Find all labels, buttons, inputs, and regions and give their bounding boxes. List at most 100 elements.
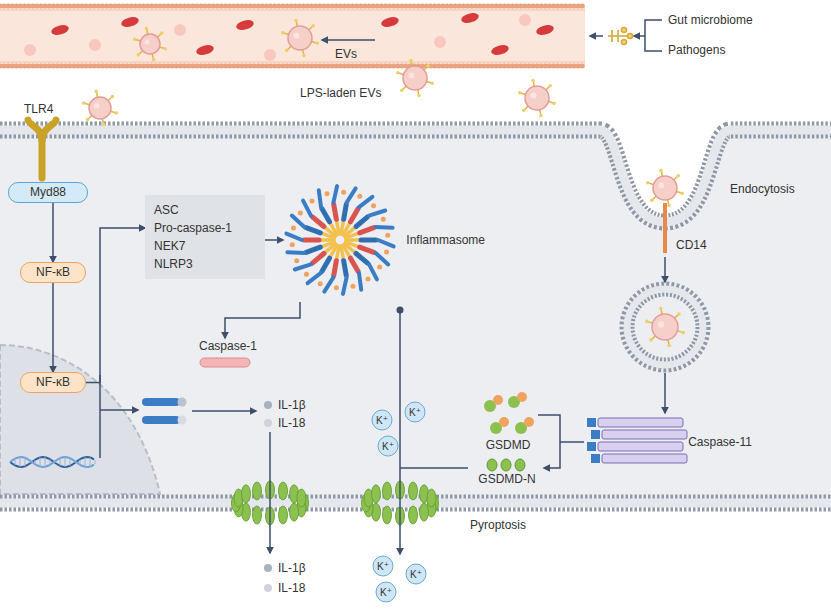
blood-vessel	[0, 64, 585, 69]
blood-cells	[519, 14, 531, 26]
lps-laden-ev	[658, 321, 665, 328]
blood-cells	[434, 36, 446, 48]
inflammasome-complex	[290, 242, 295, 247]
lps-laden-ev	[645, 320, 649, 324]
lps-laden-ev	[659, 169, 663, 173]
lps-laden-ev	[94, 103, 100, 109]
gsdmd-pore	[279, 482, 288, 500]
inflammasome-complex	[322, 258, 330, 271]
inflammasome-complex	[344, 261, 347, 276]
protein-node: GSDMD	[478, 392, 538, 454]
inflammasome-complex	[360, 247, 374, 252]
dna-helix	[10, 457, 94, 467]
inflammasome-complex	[369, 264, 377, 279]
node-text: Pro-caspase-1	[154, 219, 256, 237]
dna-helix	[80, 459, 81, 464]
inflammasome-complex	[351, 258, 359, 271]
lps-laden-ev	[136, 53, 140, 57]
node-text: NEK7	[154, 237, 256, 255]
blood-cells	[89, 39, 101, 51]
figure-label: IL-18	[278, 416, 305, 430]
vessel-arrows	[322, 39, 375, 41]
inflammasome-complex	[303, 201, 311, 216]
pathway-lines	[560, 441, 584, 443]
figure-label: IL-1β	[278, 398, 306, 412]
pathway-lines	[269, 432, 271, 553]
lps-laden-ev	[552, 102, 556, 106]
gsdmd-pore	[409, 482, 418, 500]
dna-helix	[50, 459, 51, 464]
gsdmd-protein	[524, 417, 534, 427]
ion-label: K⁺	[377, 561, 389, 572]
ion-label: K⁺	[376, 415, 388, 426]
dna-helix	[10, 457, 94, 467]
inflammasome-complex	[287, 250, 304, 255]
lps-laden-ev	[281, 19, 319, 58]
lps-laden-ev	[302, 54, 306, 58]
dna-helix	[15, 459, 16, 466]
blood-cells	[490, 43, 510, 56]
lps-laden-ev	[133, 37, 137, 41]
figure-label: IL-18	[278, 581, 305, 595]
lps-laden-ev	[417, 94, 421, 98]
lps-laden-ev	[293, 33, 299, 39]
gsdmd-protein	[484, 392, 534, 434]
tlr4-receptor	[42, 120, 56, 140]
node-text: NF-κB	[27, 265, 79, 280]
pro-interleukin	[178, 416, 187, 425]
figure-label: IL-1β	[278, 561, 306, 575]
dna-helix	[20, 457, 21, 467]
gsdmd-protein	[517, 392, 527, 402]
potassium-ion	[378, 436, 398, 456]
inflammasome-complex	[384, 249, 389, 254]
vessel-arrows	[322, 20, 662, 51]
inflammasome-complex	[286, 186, 393, 294]
inflammasome-complex	[322, 209, 330, 222]
inflammasome-complex	[294, 258, 299, 263]
blood-cells	[174, 24, 186, 36]
figure-label: Pathogens	[668, 43, 725, 57]
pathway-lines	[664, 373, 666, 413]
pro-interleukin	[142, 398, 180, 406]
node-text: GSDMD-N	[478, 472, 535, 487]
blood-cells	[460, 11, 480, 24]
pathway-arrow	[52, 203, 54, 262]
blood-cells	[24, 44, 36, 56]
inflammasome-complex	[341, 246, 343, 260]
inflammasome-complex	[295, 264, 311, 269]
gsdmd-pore	[427, 489, 436, 507]
inflammasome-complex	[356, 253, 367, 263]
dna-helix	[95, 460, 96, 464]
blood-vessel	[0, 10, 585, 11]
blood-cells	[235, 18, 255, 31]
dna-helix	[65, 457, 66, 467]
inflammasome-complex	[344, 205, 347, 220]
inflammasome-complex	[334, 205, 337, 220]
caspase-1-protein	[200, 358, 250, 367]
vessel-arrows	[634, 35, 645, 37]
inflammasome-complex	[312, 217, 323, 227]
gsdmd-n-fragment	[501, 459, 511, 471]
inflammasome-complex	[357, 194, 362, 199]
cell-membrane	[0, 130, 831, 222]
lps-laden-ev	[94, 90, 98, 94]
lps-laden-ev	[677, 312, 681, 316]
pro-interleukin	[178, 398, 187, 407]
figure-label: LPS-laden EVs	[300, 86, 381, 100]
lps-laden-ev	[396, 71, 400, 75]
caspase-11-oligomer	[598, 418, 683, 427]
inflammasome-complex	[369, 210, 385, 215]
interleukin-dots	[264, 584, 272, 592]
pathway-arrow	[86, 228, 145, 383]
inflammasome-complex	[346, 233, 359, 238]
figure-label: EVs	[335, 47, 357, 61]
adaptor-pill: Myd88	[8, 182, 88, 203]
caspase-11-oligomer	[591, 454, 600, 463]
lps-laden-ev	[653, 176, 677, 200]
blood-vessel	[0, 4, 585, 9]
inflammasome-complex	[304, 238, 319, 243]
caspase-1-protein	[200, 358, 250, 367]
lps-laden-ev	[650, 198, 654, 202]
lps-laden-ev	[531, 79, 535, 83]
